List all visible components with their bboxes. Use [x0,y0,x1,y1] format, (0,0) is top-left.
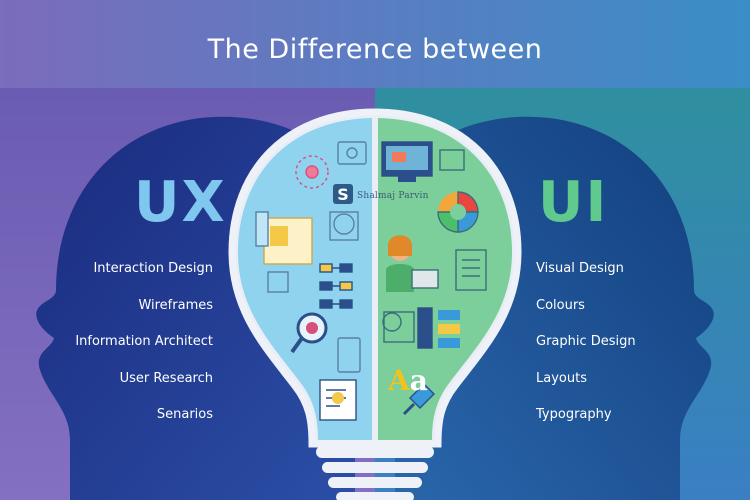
ui-item: Visual Design [536,261,624,276]
ui-heading: UI [538,170,609,235]
ui-item: Graphic Design [536,334,636,349]
svg-text:S: S [337,185,349,204]
watermark-logo: S [333,184,353,204]
ui-item: Colours [536,297,585,313]
ui-item: Layouts [536,370,587,386]
glyph-small: a [409,364,428,397]
ux-item: Information Architect [75,334,213,349]
ux-item: Senarios [156,407,213,422]
ui-list: Visual Design Colours Graphic Design Lay… [536,258,636,441]
glyph-big: A [388,364,410,397]
typography-glyph: Aa [388,364,428,397]
page-title: The Difference between [207,34,543,65]
ux-item: Wireframes [138,297,213,313]
ux-item: Interaction Design [93,261,213,276]
ux-icons [255,141,367,421]
ux-list: Interaction Design Wireframes Informatio… [75,258,213,441]
lightbulb: S [228,108,522,500]
ui-icons [381,141,487,416]
ux-item: User Research [119,370,213,386]
ui-item: Typography [536,407,612,422]
watermark-text: Shalmaj Parvin [357,191,429,201]
ux-heading: UX [134,170,227,235]
